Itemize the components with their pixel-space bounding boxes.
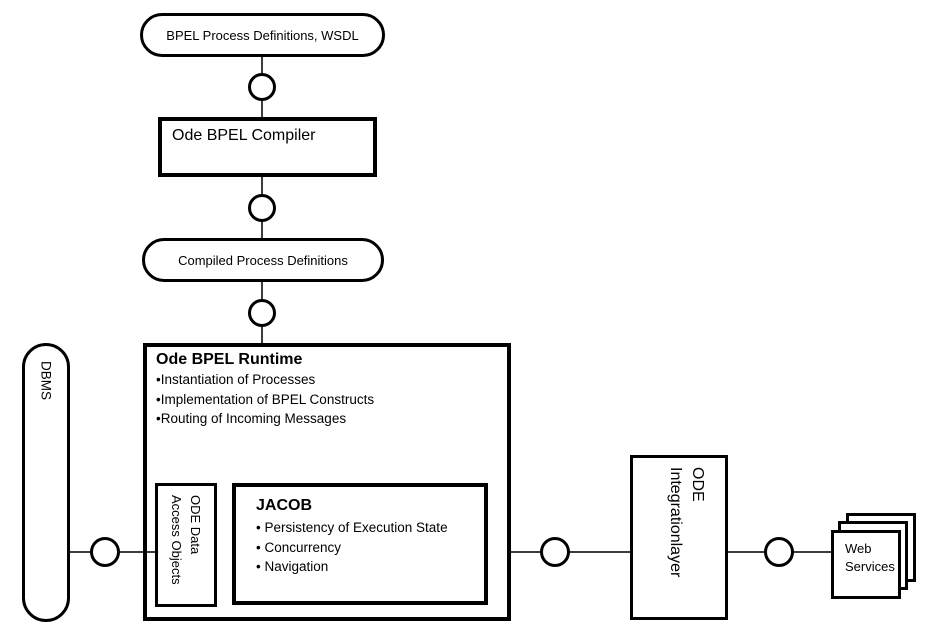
runtime-bullet: •Routing of Incoming Messages bbox=[156, 411, 347, 426]
connector-line-circle-to-compiler bbox=[261, 100, 263, 118]
dao-vertical-label: ODE Data Access Objects bbox=[167, 486, 205, 585]
dao-label-line2: Access Objects bbox=[169, 495, 184, 585]
connector-circle-runtime-integration bbox=[540, 537, 570, 567]
web-services-node: Web Services bbox=[831, 530, 901, 599]
dbms-vertical-label: DBMS bbox=[38, 361, 54, 401]
dao-label-line1: ODE Data bbox=[188, 495, 203, 555]
runtime-title: Ode BPEL Runtime bbox=[156, 351, 303, 368]
connector-circle-dbms-runtime bbox=[90, 537, 120, 567]
connector-circle-compiler-compiled bbox=[248, 194, 276, 222]
ode-bpel-runtime-node: Ode BPEL Runtime •Instantiation of Proce… bbox=[143, 343, 511, 621]
jacob-title: JACOB bbox=[256, 497, 313, 514]
ode-bpel-compiler-node: Ode BPEL Compiler bbox=[158, 117, 377, 177]
jacob-bullet: • Persistency of Execution State bbox=[256, 520, 448, 535]
compiled-process-definitions-label: Compiled Process Definitions bbox=[178, 252, 348, 268]
integration-label-line2: Integrationlayer bbox=[667, 467, 684, 578]
integration-vertical-label: ODE Integrationlayer bbox=[664, 458, 708, 577]
connector-line-source-to-circle bbox=[261, 57, 263, 75]
web-services-label-line2: Services bbox=[845, 558, 895, 574]
jacob-bullet: • Navigation bbox=[256, 559, 329, 574]
connector-circle-source-compiler bbox=[248, 73, 276, 101]
jacob-bullet-list: • Persistency of Execution State • Concu… bbox=[256, 518, 484, 577]
web-services-label-line1: Web bbox=[845, 541, 872, 556]
connector-circle-integration-webservices bbox=[764, 537, 794, 567]
dbms-node: DBMS bbox=[22, 343, 70, 622]
bpel-process-definitions-node: BPEL Process Definitions, WSDL bbox=[140, 13, 385, 57]
connector-line-compiled-to-circle bbox=[261, 281, 263, 300]
compiled-process-definitions-node: Compiled Process Definitions bbox=[142, 238, 384, 282]
integration-label-line1: ODE bbox=[689, 467, 706, 502]
jacob-node: JACOB • Persistency of Execution State •… bbox=[232, 483, 488, 605]
bpel-process-definitions-label: BPEL Process Definitions, WSDL bbox=[166, 27, 359, 43]
ode-integration-layer-node: ODE Integrationlayer bbox=[630, 455, 728, 620]
connector-line-compiler-to-circle bbox=[261, 176, 263, 195]
connector-line-runtime-to-integration bbox=[509, 551, 632, 553]
runtime-bullet: •Instantiation of Processes bbox=[156, 372, 316, 387]
connector-line-circle-to-compiled bbox=[261, 221, 263, 239]
connector-circle-compiled-runtime bbox=[248, 299, 276, 327]
jacob-bullet: • Concurrency bbox=[256, 539, 342, 555]
runtime-bullet-list: •Instantiation of Processes •Implementat… bbox=[156, 370, 507, 429]
connector-line-circle-to-runtime bbox=[261, 326, 263, 344]
ode-bpel-compiler-label: Ode BPEL Compiler bbox=[172, 127, 316, 144]
runtime-bullet: •Implementation of BPEL Constructs bbox=[156, 391, 375, 407]
ode-data-access-objects-node: ODE Data Access Objects bbox=[155, 483, 217, 607]
